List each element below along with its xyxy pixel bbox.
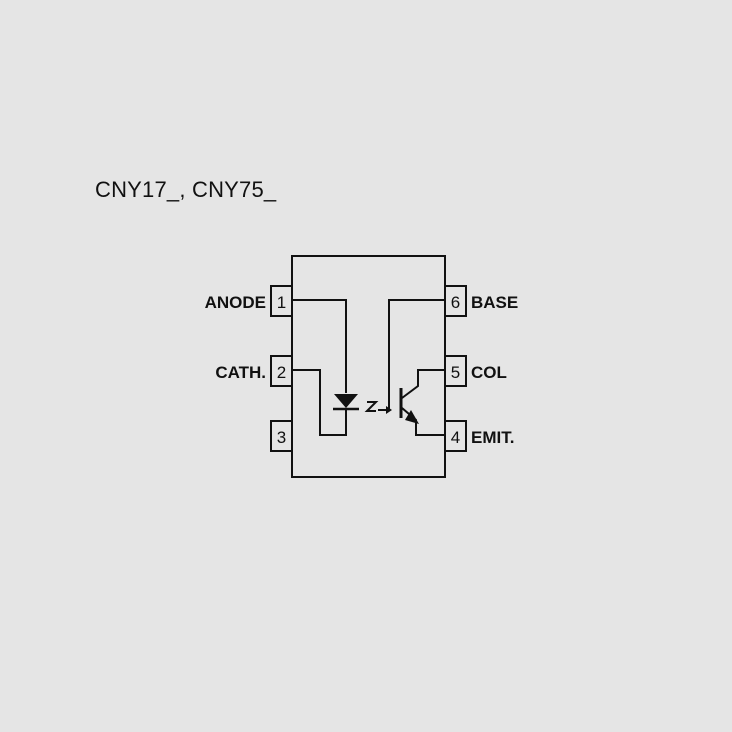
led-wiring <box>292 299 347 436</box>
pin-1: 1 ANODE <box>205 285 293 317</box>
light-emission-icon <box>364 401 392 414</box>
pin-5: 5 COL <box>444 355 507 387</box>
phototransistor-icon <box>399 388 419 424</box>
pin-6-number: 6 <box>451 293 460 312</box>
pin-4-label: EMIT. <box>471 428 514 447</box>
pin-3-number: 3 <box>277 428 286 447</box>
pin-6-label: BASE <box>471 293 518 312</box>
led-icon <box>333 394 359 411</box>
transistor-wiring <box>388 299 445 436</box>
pin-2-number: 2 <box>277 363 286 382</box>
pin-6: 6 BASE <box>444 285 518 317</box>
pin-2: 2 CATH. <box>215 355 293 387</box>
pin-5-label: COL <box>471 363 507 382</box>
pin-2-label: CATH. <box>215 363 266 382</box>
pin-3: 3 <box>270 420 293 452</box>
part-title: CNY17_, CNY75_ <box>95 177 277 202</box>
pin-4: 4 EMIT. <box>444 420 514 452</box>
pin-1-label: ANODE <box>205 293 266 312</box>
package-outline <box>291 255 446 478</box>
pin-5-number: 5 <box>451 363 460 382</box>
pin-4-number: 4 <box>451 428 460 447</box>
pin-1-number: 1 <box>277 293 286 312</box>
